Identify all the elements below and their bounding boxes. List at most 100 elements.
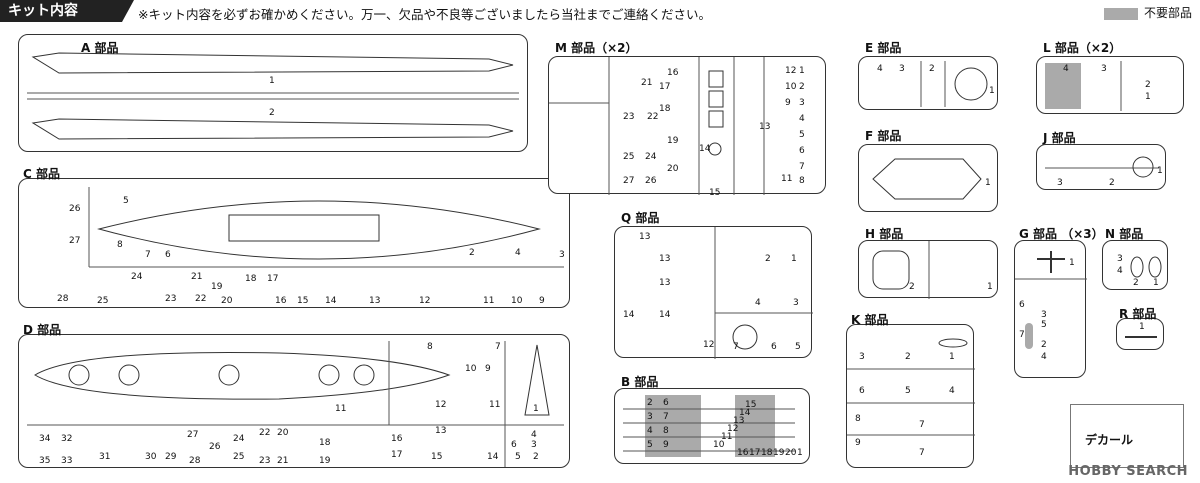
sprue-g-label: G 部品 （×3） <box>1019 227 1104 241</box>
part-number: 15 <box>745 400 757 410</box>
part-number: 9 <box>855 438 861 448</box>
part-number: 13 <box>759 122 771 132</box>
part-number: 20 <box>277 428 289 438</box>
part-number: 27 <box>187 430 199 440</box>
part-number: 7 <box>145 250 151 260</box>
part-number: 1 <box>799 66 805 76</box>
part-number: 16 <box>737 448 749 458</box>
sprue-k: K 部品 3 2 1 6 5 4 8 7 9 7 <box>846 313 975 468</box>
part-number: 4 <box>531 430 537 440</box>
sprue-h: H 部品 2 1 <box>858 227 998 299</box>
sprue-j-drawing <box>1045 156 1159 178</box>
part-number: 5 <box>123 196 129 206</box>
legend-label: 不要部品 <box>1143 6 1192 20</box>
part-number: 11 <box>335 404 347 414</box>
part-number: 28 <box>57 294 69 304</box>
part-number: 27 <box>69 236 81 246</box>
sprue-d-label: D 部品 <box>23 323 62 337</box>
part-number: 3 <box>531 440 537 450</box>
part-number: 9 <box>785 98 791 108</box>
part-number: 33 <box>61 456 73 466</box>
sprue-l-drawing <box>1045 61 1122 111</box>
part-number: 20 <box>667 164 679 174</box>
part-number: 2 <box>269 108 275 118</box>
sprue-d-drawing <box>27 341 564 467</box>
part-number: 20 <box>785 448 797 458</box>
part-number: 21 <box>191 272 203 282</box>
part-number: 18 <box>761 448 773 458</box>
part-number: 3 <box>647 412 653 422</box>
part-number: 17 <box>267 274 279 284</box>
part-number: 7 <box>799 162 805 172</box>
part-number: 6 <box>511 440 517 450</box>
part-number: 14 <box>739 408 751 418</box>
part-number: 12 <box>435 400 447 410</box>
part-number: 3 <box>1117 254 1123 264</box>
part-number: 6 <box>799 146 805 156</box>
part-number: 1 <box>1139 322 1145 332</box>
part-number: 7 <box>663 412 669 422</box>
part-number: 32 <box>61 434 73 444</box>
part-number: 14 <box>699 144 711 154</box>
part-number: 9 <box>485 364 491 374</box>
part-number: 5 <box>1041 320 1047 330</box>
unused-parts-legend: 不要部品 <box>1103 4 1192 21</box>
part-number: 19 <box>319 456 331 466</box>
part-number: 34 <box>39 434 51 444</box>
part-number: 5 <box>905 386 911 396</box>
part-number: 23 <box>259 456 271 466</box>
part-number: 4 <box>877 64 883 74</box>
part-number: 7 <box>733 342 739 352</box>
sprue-m-label: M 部品（×2） <box>555 41 638 55</box>
part-number: 3 <box>1101 64 1107 74</box>
part-number: 2 <box>1109 178 1115 188</box>
part-number: 2 <box>1145 80 1151 90</box>
part-number: 27 <box>623 176 635 186</box>
part-number: 23 <box>165 294 177 304</box>
part-number: 4 <box>1117 266 1123 276</box>
part-number: 2 <box>647 398 653 408</box>
part-number: 5 <box>647 440 653 450</box>
part-number: 2 <box>1133 278 1139 288</box>
kit-notice: ※キット内容を必ずお確かめください。万一、欠品や不良等ございましたら当社までご連… <box>138 7 711 22</box>
part-number: 3 <box>899 64 905 74</box>
part-number: 30 <box>145 452 157 462</box>
part-number: 7 <box>919 448 925 458</box>
sprue-c-label: C 部品 <box>23 167 60 181</box>
part-number: 13 <box>659 254 671 264</box>
part-number: 1 <box>269 76 275 86</box>
part-number: 12 <box>419 296 431 306</box>
part-number: 20 <box>221 296 233 306</box>
sprue-k-drawing <box>847 338 975 436</box>
part-number: 3 <box>799 98 805 108</box>
part-number: 4 <box>1041 352 1047 362</box>
sprue-b: B 部品 2 3 4 5 6 7 8 9 10 11 12 13 14 15 1… <box>614 375 810 464</box>
sprue-j-label: J 部品 <box>1043 131 1076 145</box>
part-number: 13 <box>369 296 381 306</box>
part-number: 15 <box>431 452 443 462</box>
part-number: 19 <box>211 282 223 292</box>
sprue-c: C 部品 26 27 28 5 8 7 6 2 4 3 25 24 23 21 … <box>18 167 570 308</box>
part-number: 15 <box>709 188 721 198</box>
sprue-n-label: N 部品 <box>1105 227 1144 241</box>
sprue-m: M 部品（×2） 21 16 17 18 19 20 23 22 25 24 2… <box>548 41 826 198</box>
sprue-h-drawing <box>872 241 930 299</box>
part-number: 4 <box>799 114 805 124</box>
part-number: 1 <box>791 254 797 264</box>
part-number: 2 <box>799 82 805 92</box>
sprue-d: D 部品 11 8 7 10 9 12 11 13 1 34 32 35 33 … <box>18 323 570 468</box>
sprue-k-label: K 部品 <box>851 313 889 327</box>
part-number: 18 <box>319 438 331 448</box>
sprue-q-label: Q 部品 <box>621 211 660 225</box>
part-number: 1 <box>1145 92 1151 102</box>
part-number: 13 <box>659 278 671 288</box>
part-number: 22 <box>259 428 271 438</box>
part-number: 2 <box>765 254 771 264</box>
sprue-r-label: R 部品 <box>1119 307 1157 321</box>
decal-label: デカール <box>1085 433 1134 447</box>
sprue-n-drawing <box>1130 256 1162 278</box>
part-number: 15 <box>297 296 309 306</box>
part-number: 3 <box>859 352 865 362</box>
part-number: 17 <box>391 450 403 460</box>
part-number: 8 <box>427 342 433 352</box>
